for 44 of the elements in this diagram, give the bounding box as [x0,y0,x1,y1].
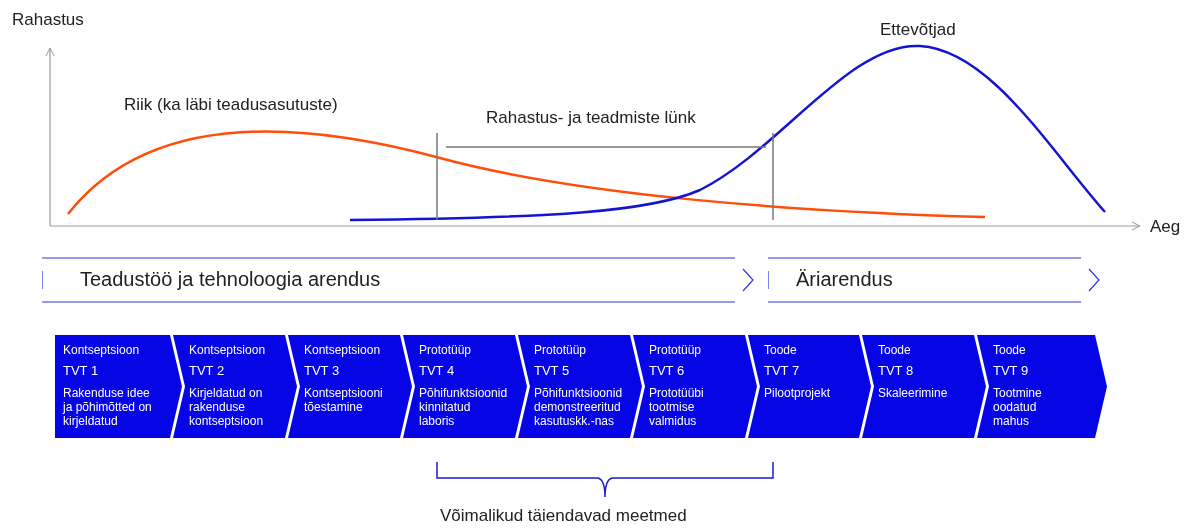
stage-description: Prototüübi tootmise valmidus [649,386,705,428]
stage-panel [173,335,297,438]
stage-panel [288,335,412,438]
stage-panel [633,335,757,438]
stage-title: Kontseptsioon [189,343,267,357]
stage-level: TVT 6 [649,364,686,378]
stage-description: Tootmine oodatud mahus [993,386,1043,428]
stage-title: Prototüüp [419,343,473,357]
stage-level: TVT 3 [304,364,341,378]
stage-title: Prototüüp [649,343,703,357]
stage-description: Põhifunktsioonid kinnitatud laboris [419,386,509,428]
phase-title: Äriarendus [796,268,893,291]
gap-label: Rahastus- ja teadmiste lünk [486,108,696,128]
stage-title: Prototüüp [534,343,588,357]
curve-label: Riik (ka läbi teadusasutuste) [124,95,338,115]
bracket-label: Võimalikud täiendavad meetmed [440,506,687,526]
stage-panel [55,335,182,438]
stage-panel [862,335,986,438]
curve-label: Ettevõtjad [880,20,956,40]
stage-description: Skaleerimine [878,386,949,400]
stage-description: Kirjeldatud on rakenduse kontseptsioon [189,386,265,428]
stage-description: Pilootprojekt [764,386,832,400]
stage-description: Kontseptsiooni tõestamine [304,386,384,414]
stage-title: Kontseptsioon [304,343,382,357]
stage-level: TVT 4 [419,364,456,378]
stage-panel [977,335,1107,438]
stage-title: Kontseptsioon [63,343,141,357]
stage-title: Toode [993,343,1027,357]
axis-label: Aeg [1150,217,1181,237]
phase-title: Teadustöö ja tehnoloogia arendus [80,268,381,291]
stage-level: TVT 9 [993,364,1030,378]
stage-level: TVT 1 [63,364,100,378]
stage-level: TVT 2 [189,364,226,378]
stage-title: Toode [764,343,798,357]
stage-description: Põhifunktsioonid demonstreeritud kasutuskk.-nas [534,386,624,428]
stage-panel [403,335,527,438]
stage-level: TVT 7 [764,364,801,378]
stage-panel [748,335,871,438]
stage-panel [518,335,642,438]
stage-title: Toode [878,343,912,357]
stage-level: TVT 5 [534,364,571,378]
stage-level: TVT 8 [878,364,915,378]
stage-description: Rakenduse idee ja põhimõtted on kirjeldatud [63,386,153,428]
axis-label: Rahastus [12,10,84,30]
